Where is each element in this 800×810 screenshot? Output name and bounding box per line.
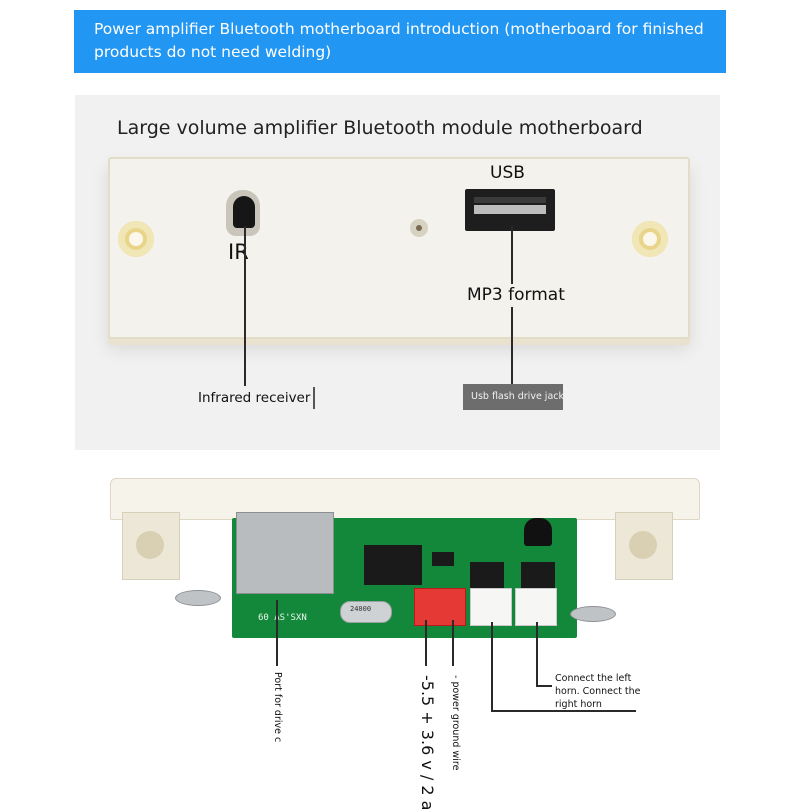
board-model-silkscreen: 60 AS'SXN	[258, 613, 307, 623]
mp3-format-label: MP3 format	[467, 285, 565, 305]
ir-receiver-part-icon	[524, 518, 552, 546]
module-case	[110, 478, 700, 520]
port-leader-line	[276, 600, 278, 666]
usb-label: USB	[490, 163, 525, 183]
small-chip-icon	[432, 552, 454, 566]
usb-jack-callout: Usb flash drive jack	[463, 384, 564, 410]
infrared-receiver-callout: Infrared receiver	[195, 385, 315, 411]
usb-jack-label: Usb flash drive jack	[471, 391, 564, 402]
ir-leader-line	[244, 226, 246, 386]
banner-text: Power amplifier Bluetooth motherboard in…	[94, 20, 704, 61]
usb-connector-side	[236, 512, 334, 594]
usb-port-icon	[465, 189, 555, 231]
power-connector-icon	[414, 588, 466, 626]
indicator-led-icon	[410, 219, 428, 237]
usb-leader-line-upper	[511, 226, 513, 284]
header-banner: Power amplifier Bluetooth motherboard in…	[74, 10, 726, 73]
crystal-oscillator-icon	[340, 601, 392, 623]
right-mount-hole-icon	[632, 221, 668, 257]
right-speaker-connector-icon	[515, 588, 557, 626]
callout-divider	[313, 387, 315, 409]
right-horn-leader-line	[536, 622, 538, 687]
left-mount-hole-icon	[118, 221, 154, 257]
amp-chip-right-icon	[521, 562, 555, 588]
voltage-leader-line	[425, 620, 427, 666]
amp-chip-left-icon	[470, 562, 504, 588]
ground-leader-line	[452, 620, 454, 666]
left-horn-leader-line	[491, 622, 493, 712]
right-screw-icon	[570, 606, 616, 622]
front-panel-title: Large volume amplifier Bluetooth module …	[117, 117, 643, 139]
left-case-post	[122, 512, 180, 580]
main-chip-icon	[364, 545, 422, 585]
front-faceplate	[108, 157, 690, 339]
left-screw-icon	[175, 590, 221, 606]
ir-label: IR	[228, 240, 249, 264]
ir-sensor-icon	[233, 196, 255, 228]
left-horn-leader-h	[491, 710, 636, 712]
horn-connection-label: Connect the left horn. Connect the right…	[555, 673, 641, 710]
voltage-label: -5.5 + 3.6 v / 2 a	[418, 675, 437, 810]
left-speaker-connector-icon	[470, 588, 512, 626]
right-horn-leader-h	[536, 685, 552, 687]
drive-port-label: Port for drive c	[272, 672, 283, 743]
infrared-receiver-label: Infrared receiver	[198, 390, 311, 406]
crystal-silkscreen: 24000	[350, 605, 372, 613]
usb-leader-line-lower	[511, 307, 513, 384]
right-case-post	[615, 512, 673, 580]
ground-wire-label: - power ground wire	[450, 675, 461, 771]
